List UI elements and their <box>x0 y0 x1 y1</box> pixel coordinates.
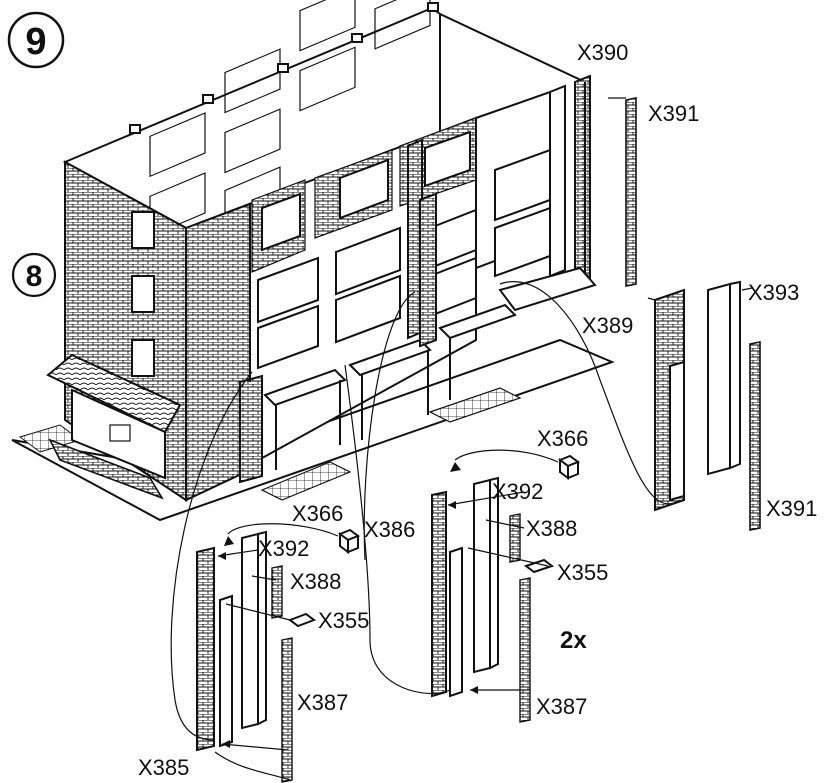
step-9-number: 9 <box>25 21 46 63</box>
label-x387-right: X387 <box>536 694 587 719</box>
arrowheads <box>218 462 478 748</box>
step-8-badge: 8 <box>11 252 57 298</box>
right-pillar-brick <box>574 74 591 288</box>
part-x393-channel <box>707 280 741 476</box>
part-x366-left-block <box>337 528 361 554</box>
label-x393: X393 <box>748 280 799 305</box>
label-x388-left: X388 <box>290 569 341 594</box>
side-window-middle <box>131 275 155 313</box>
roof-studs <box>129 2 439 134</box>
label-x389: X389 <box>582 313 633 338</box>
side-window-top <box>131 211 155 249</box>
steps-block <box>48 438 164 500</box>
part-x391-top-strip <box>625 97 637 287</box>
label-x386: X386 <box>364 517 415 542</box>
label-x392-right: X392 <box>492 479 543 504</box>
right-pillar-x390 <box>549 84 566 278</box>
pavement-right <box>428 387 522 423</box>
canopy-window <box>109 424 131 442</box>
part-x389-pillar <box>654 288 685 512</box>
front-pilaster-left <box>239 374 263 484</box>
label-x388-right: X388 <box>526 516 577 541</box>
step-8-number: 8 <box>26 260 43 293</box>
label-x366-left: X366 <box>292 501 343 526</box>
part-x391-right-strip <box>749 341 761 531</box>
back-wall-windows <box>149 0 431 291</box>
side-window-bottom <box>131 339 155 377</box>
label-x392-left: X392 <box>258 536 309 561</box>
leader-lines <box>170 97 753 781</box>
storefront-lines <box>275 338 451 470</box>
label-x355-left: X355 <box>318 608 369 633</box>
label-x391-top: X391 <box>648 101 699 126</box>
right-cornice <box>498 266 597 312</box>
label-x390: X390 <box>577 40 628 65</box>
right-top-edge <box>439 13 586 83</box>
label-x385: X385 <box>138 755 189 780</box>
part-assembly-middle <box>431 476 555 723</box>
label-x387-left: X387 <box>297 690 348 715</box>
step-9-badge: 9 <box>7 11 65 69</box>
front-pilaster-center-2 <box>419 192 437 348</box>
canopy-roof <box>46 353 182 434</box>
label-x366-right: X366 <box>537 426 588 451</box>
building-model <box>11 0 615 522</box>
shop-awnings <box>263 303 517 407</box>
part-assembly-left <box>196 530 317 783</box>
label-x391-right: X391 <box>766 496 817 521</box>
quantity-multiplier: 2x <box>560 627 587 654</box>
canopy-wall <box>71 388 166 480</box>
front-windows <box>257 130 477 370</box>
part-x366-right-block <box>557 454 581 480</box>
label-x355-right: X355 <box>557 560 608 585</box>
pavement-left <box>260 461 352 501</box>
part-labels: X390 X391 X393 X389 X391 X366 X392 X388 … <box>138 40 817 780</box>
